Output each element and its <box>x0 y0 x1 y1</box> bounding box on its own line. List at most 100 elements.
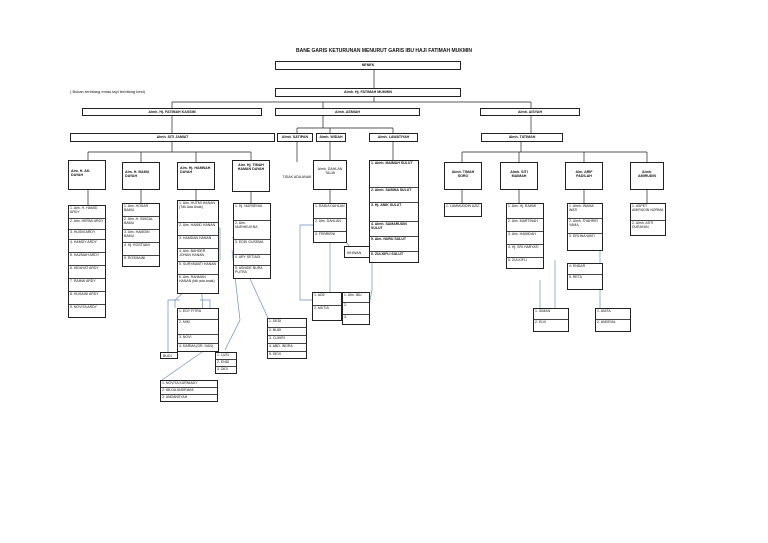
level4-text: TIDAK ADA ANAK <box>282 175 312 179</box>
list-item: 1. LAMMUDDIN AZIZ <box>446 204 480 208</box>
level3-node: Almh. LAWATIYAH <box>369 133 418 142</box>
list-item: 3. HAMDAN HANAN <box>178 236 218 249</box>
list-item: 1. Alm. HUTMI HANAN (Tdk Ada Anak) <box>178 201 218 223</box>
single-node: IKHWAN <box>344 246 370 258</box>
level4-node: Alm. H. AK. DAYAH <box>68 160 106 190</box>
grandchildren-list: 1. IDMAN 2. ELVI <box>533 308 569 332</box>
list-item: 2. NILDA ANDRIANI <box>161 388 217 395</box>
siti-maimah-children: 1. Alm. Hj. RAHMI 2. Alm. MARTINAH 3. Al… <box>506 203 544 269</box>
list-item: 2. Almh. ASTI DURAYAN <box>632 221 654 230</box>
list-item: 1. LUSI <box>216 353 236 360</box>
list-item: 1. Alm. H. HAMID ARDY <box>69 206 105 219</box>
level3-node: Almh. SATIPAN <box>277 133 313 142</box>
level4-node: Alm. H. BAMU DAYAH <box>122 162 160 190</box>
level2-node: Almh. Hj. FATIMAH KASSIM <box>82 108 262 116</box>
list-item: 2. MUTIA <box>314 306 329 310</box>
list-item: 3. FEBRIENI <box>315 232 336 236</box>
amirudin-children: 1. ASPET AMIRUDIN NORMA 2. Almh. ASTI DU… <box>630 203 666 236</box>
list-item: 2. Alm. DAHLAN <box>314 219 346 232</box>
list-item: 3. Alm. HAMIDAH <box>507 232 543 245</box>
grandchildren-list: 1. ANITA 2. ANDRIAL <box>595 308 631 332</box>
list-item: 1. ASPET AMIRUDIN NORMA <box>631 204 665 221</box>
list-item: 5. ZULKIFLI <box>508 258 527 262</box>
bamu-dayah-children: 1. Alm. HOSAR BAMU 2. Alm. H. SINGAL BAM… <box>122 203 160 267</box>
list-item: 6. ZULKIFLI SULUT <box>371 252 404 256</box>
grandchildren-list: 1. LUSI 2. ENDI 3. DIDI <box>215 352 237 374</box>
list-item: 5. ROSMAINI <box>124 256 146 260</box>
list-item: 2. Alm. NURHELIENA <box>234 221 270 240</box>
list-item: 2. Almh. SABINA SULUT <box>370 188 418 203</box>
list-item: 2. Alm. MARTINAH <box>507 219 543 232</box>
list-item: 2. ELVI <box>535 320 547 324</box>
ak-dayah-children: 1. Alm. H. HAMID ARDY 2. Alm. HERMI ARDY… <box>68 205 106 318</box>
list-item: 8. HUSAINI ARDY <box>69 292 105 305</box>
level2-node: Almh. ASMIAH <box>275 108 420 116</box>
list-item: 4. ARY SETIADI <box>234 255 270 266</box>
list-item: 2. Almh. SYAHRIR YAMA <box>568 219 602 234</box>
list-item: 2. Alm. HAMID HANAN <box>178 223 218 236</box>
root-node: NENEK <box>275 61 461 70</box>
diagram-title: BANE GARIS KETURUNAN MENURUT GARIS IBU H… <box>295 48 472 54</box>
list-item: 5. ASNIDE NURA PUTRA <box>235 266 263 275</box>
list-item: 6. Alm. RAHMAN HANAN (tdk ada anak) <box>179 275 215 284</box>
timah-dayah-children: 1. Hj. NURSENIA 2. Alm. NURHELIENA 3. ED… <box>233 203 271 279</box>
list-item: 6. HIDAYAT ARDY <box>69 266 105 279</box>
dahlan-talib-children: 1. RADIA DAHLAN 2. Alm. DAHLAN 3. FEBRIE… <box>313 203 347 243</box>
list-item: 4. HAMDY ARDY <box>69 240 105 253</box>
list-item: 4. ABD. INDRA <box>268 344 306 352</box>
list-item: 5. RETA <box>569 275 582 279</box>
level4-node: Almh. AMIRUDIN <box>630 162 664 190</box>
list-item: 2. BUDI <box>268 328 306 336</box>
list-item: 1. DEDI <box>268 319 306 328</box>
list-item: 3. ANDANSYAH <box>162 395 188 399</box>
level3-node: Almh. WIDAH <box>316 133 346 142</box>
list-item: 2. MIKI <box>178 320 218 335</box>
list-item: 7. RAHMI ARDY <box>69 279 105 292</box>
single-node: BUDI <box>160 352 178 359</box>
list-item: 4. Hj. ROSTIANI <box>123 243 159 256</box>
timah-soro-children: 1. LAMMUDDIN AZIZ <box>444 203 482 217</box>
list-item: 3. CUKIRI <box>268 336 306 344</box>
level1-node: Almh. Hj. FATIMAH MUKMIN <box>275 88 461 97</box>
list-item: 1. Alm. IBU <box>343 293 369 303</box>
list-item: 3. ERLINA WATI <box>569 234 595 238</box>
level3-node: Almh. SITI JAMIAT <box>70 133 275 142</box>
list-item: 1. Almh. IRAMA WATI <box>568 204 602 219</box>
list-item: 1. IDMAN <box>534 309 568 320</box>
level3-node: Almh. TATIMAH <box>481 133 563 142</box>
list-item: 4. Hj. SRI HARYATI <box>507 245 543 258</box>
list-item: 5. Alm. NURU SULUT <box>370 237 418 252</box>
level4-node: Alm. ARIF PADILAH <box>565 162 603 190</box>
list-item: 1. RADIA DAHLAN <box>314 204 346 219</box>
list-item: 1. ANITA <box>596 309 630 320</box>
list-item: 1. EDY FITRA <box>178 309 218 320</box>
list-item: 1. Almh. MAIMAH SULUT <box>370 161 418 188</box>
list-item: 4. ENDAR <box>568 264 602 275</box>
level4-node: Alm. Hj. TIMAH HAMAN DAYAH <box>232 160 270 192</box>
list-item: 1. Alm. Hj. RAHMI <box>507 204 543 219</box>
list-item: 2. ENDI <box>216 360 236 367</box>
list-item: 3. <box>344 315 347 319</box>
level4-node: Almh. SITI MAIMAH <box>500 162 538 190</box>
list-item: 1. NOVITA KURNIADY <box>161 381 217 388</box>
grandchildren-list: 1. ADE 2. MUTIA <box>312 292 342 321</box>
list-item: 4. DARMA (DR. DAN) <box>179 344 214 348</box>
list-item: 5. SURYAWATI HANAN <box>178 262 218 275</box>
level4-node: Almh. TIMAH SORO <box>444 162 482 190</box>
arif-padilah-children: 1. Almh. IRAMA WATI 2. Almh. SYAHRIR YAM… <box>567 203 603 251</box>
hamnah-dayah-children: 1. Alm. HUTMI HANAN (Tdk Ada Anak) 2. Al… <box>177 200 219 294</box>
level4-node: Alm. Hj. HAMNAH DAYAH <box>177 162 215 190</box>
list-item: 2. ANDRIAL <box>597 320 616 324</box>
grandchildren-list: 1. EDY FITRA 2. MIKI 3. NOVI 4. DARMA (D… <box>177 308 219 352</box>
list-item: 3. EDDI GUSSMA <box>234 240 270 255</box>
list-item: 3. Hj. ANIK SULUT <box>370 203 418 222</box>
level2-node: Almh. AISYAH <box>480 108 580 116</box>
list-item: 3. DIDI <box>217 367 228 371</box>
list-item: 4. Alm. BAHDER JOHAN HANAN <box>178 249 218 262</box>
list-item: 2. <box>343 303 369 315</box>
list-item: 4. Almh. SAMARUDIN SULUT <box>370 222 418 237</box>
list-item: 2. Alm. H. SINGAL BAMU <box>123 217 159 230</box>
grandchildren-list: 1. NOVITA KURNIADY 2. NILDA ANDRIANI 3. … <box>160 380 218 402</box>
